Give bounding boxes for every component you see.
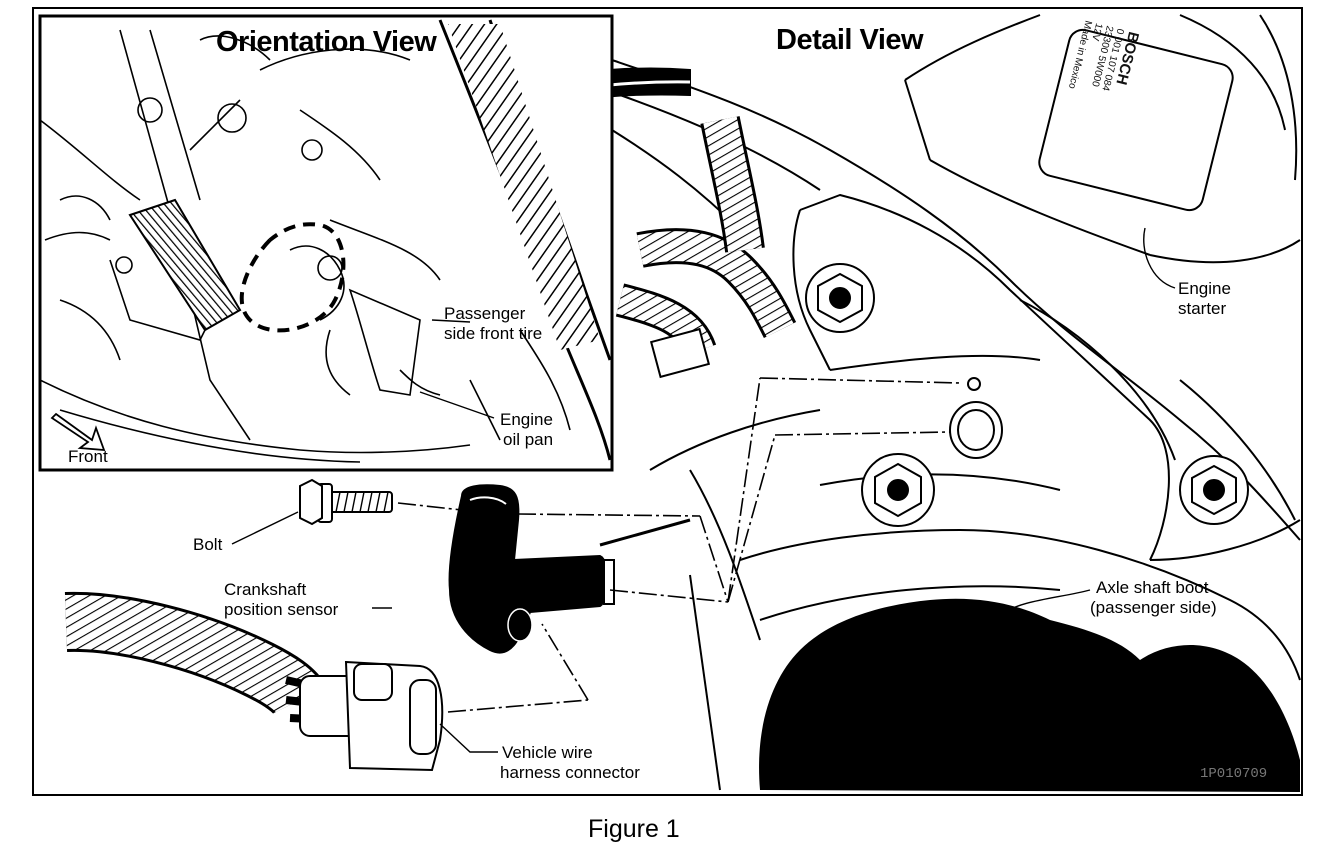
image-code: 1P010709 bbox=[1200, 766, 1268, 782]
orientation-view-title: Orientation View bbox=[216, 26, 437, 58]
flange-bolt-right bbox=[1179, 455, 1249, 525]
orientation-view bbox=[38, 14, 614, 472]
label-harness-line1: Vehicle wire bbox=[502, 743, 593, 762]
connector-icon bbox=[64, 591, 444, 772]
label-oilpan-line1: Engine bbox=[500, 410, 553, 429]
figure-caption: Figure 1 bbox=[588, 815, 680, 843]
label-sensor-line2: position sensor bbox=[224, 600, 339, 619]
flange-bolt-upper bbox=[805, 263, 875, 333]
label-tire-line2: side front tire bbox=[444, 324, 543, 343]
label-starter-line1: Engine bbox=[1178, 279, 1231, 298]
alignment-lines bbox=[397, 377, 961, 713]
sensor-icon bbox=[448, 484, 615, 654]
label-tire-line1: Passenger bbox=[444, 304, 526, 323]
harness-loom bbox=[615, 116, 797, 379]
flange-bolt-lower bbox=[861, 453, 935, 527]
label-axle-line1: Axle shaft boot bbox=[1096, 578, 1209, 597]
axle-shaft-boot bbox=[759, 598, 1300, 792]
front-arrow-icon bbox=[50, 412, 106, 452]
label-front: Front bbox=[68, 447, 108, 466]
label-oilpan-line2: oil pan bbox=[503, 430, 554, 449]
detail-view-title: Detail View bbox=[776, 24, 924, 56]
label-harness-line2: harness connector bbox=[500, 763, 640, 782]
label-starter-line2: starter bbox=[1178, 299, 1227, 318]
label-sensor-line1: Crankshaft bbox=[224, 580, 307, 599]
label-axle-line2: (passenger side) bbox=[1090, 598, 1217, 617]
detail-view bbox=[611, 14, 1301, 791]
leader-lines bbox=[231, 227, 1176, 753]
outer-frame bbox=[32, 7, 1303, 796]
label-bolt: Bolt bbox=[193, 535, 223, 554]
bolt-icon bbox=[299, 478, 393, 526]
